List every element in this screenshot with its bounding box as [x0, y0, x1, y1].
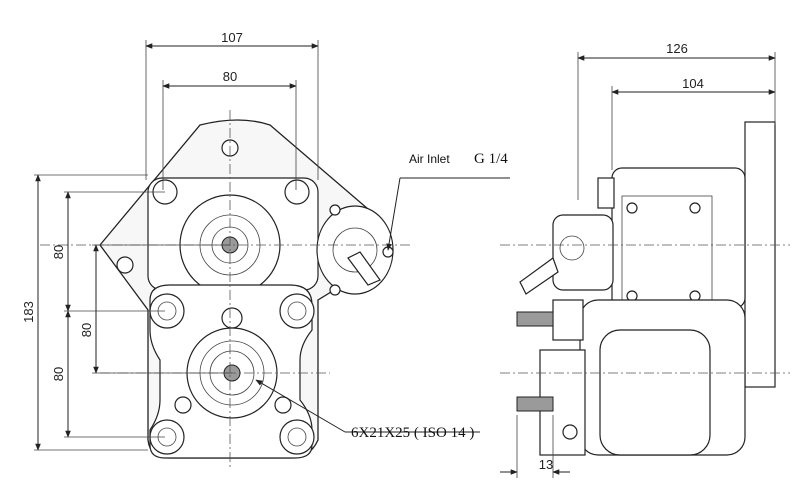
dim-183: 183	[21, 301, 36, 323]
dim-80-upper: 80	[51, 245, 66, 259]
dim-126: 126	[666, 41, 688, 56]
dim-104: 104	[682, 76, 704, 91]
side-flange	[744, 121, 776, 388]
dim-80-inner: 80	[79, 323, 94, 337]
dim-107: 107	[221, 30, 243, 45]
dim-13: 13	[539, 457, 553, 472]
dim-80-top: 80	[223, 69, 237, 84]
front-dimensions: 107 80 183 80 80 80	[21, 30, 319, 451]
air-valve-body	[316, 205, 394, 295]
side-view	[500, 121, 790, 456]
side-dimensions: 126 104 13	[500, 41, 776, 478]
air-inlet-label: Air Inlet	[409, 152, 450, 166]
callouts: Air Inlet G 1/4 6X21X25 ( ISO 14 )	[255, 151, 510, 441]
thread-label: G 1/4	[474, 151, 508, 167]
side-upper-body	[611, 167, 746, 309]
front-view	[40, 110, 410, 470]
spline-label: 6X21X25 ( ISO 14 )	[351, 425, 474, 441]
dim-80-lower: 80	[51, 367, 66, 381]
